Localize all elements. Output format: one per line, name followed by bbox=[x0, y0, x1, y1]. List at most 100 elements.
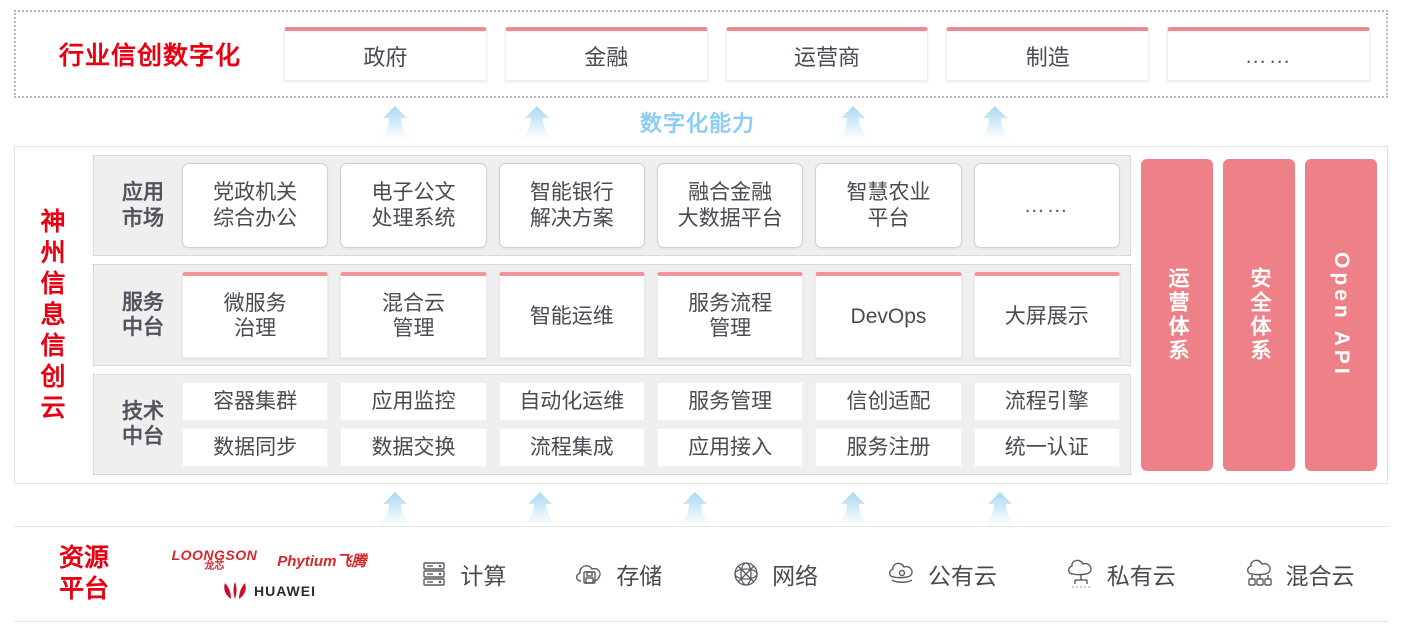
capability-arrow-strip: 数字化能力 bbox=[0, 100, 1402, 140]
service-card-dashboard[interactable]: 大屏展示 bbox=[973, 272, 1120, 358]
card-line: 综合办公 bbox=[213, 206, 298, 230]
app-card-gov-office[interactable]: 党政机关 综合办公 bbox=[182, 163, 329, 249]
app-card-finance-bigdata[interactable]: 融合金融 大数据平台 bbox=[656, 163, 804, 249]
resource-item-hybrid-cloud[interactable]: 混合云 bbox=[1243, 557, 1355, 591]
app-card-smart-agriculture[interactable]: 智慧农业 平台 bbox=[815, 163, 962, 249]
app-card-more[interactable]: …… bbox=[973, 163, 1120, 249]
industry-box-list: 政府 金融 运营商 制造 …… bbox=[284, 27, 1386, 81]
resource-item-storage[interactable]: 存储 bbox=[573, 557, 662, 591]
capability-label: 数字化能力 bbox=[640, 111, 756, 136]
resource-item-private-cloud[interactable]: 私有云 bbox=[1064, 557, 1176, 591]
resource-item-label: 存储 bbox=[616, 563, 663, 589]
cloud-platform-panel: 神 州 信 息 信 创 云 应用 市场 党政机关 bbox=[14, 146, 1388, 484]
card-line: 混合云 bbox=[381, 292, 445, 316]
layer-label-line: 中台 bbox=[122, 425, 164, 449]
service-card-aiops[interactable]: 智能运维 bbox=[498, 272, 645, 358]
up-arrow-icon bbox=[980, 490, 1020, 526]
service-platform-items: 微服务 治理 混合云 管理 智能运维 bbox=[182, 272, 1120, 358]
cloud-layer-list: 应用 市场 党政机关 综合办公 电子公文 bbox=[93, 155, 1131, 475]
tech-card-process-integration[interactable]: 流程集成 bbox=[498, 427, 645, 467]
tech-card-app-monitoring[interactable]: 应用监控 bbox=[340, 381, 487, 421]
industry-box-more[interactable]: …… bbox=[1167, 27, 1370, 81]
card-line: 融合金融 bbox=[688, 181, 773, 205]
card-line: 党政机关 bbox=[213, 181, 298, 205]
tech-card-app-access[interactable]: 应用接入 bbox=[656, 427, 804, 467]
resource-item-list: 计算 存储 bbox=[384, 557, 1388, 591]
cloud-title-char: 信 bbox=[40, 269, 66, 298]
pillar-label: Open API bbox=[1330, 252, 1353, 378]
pillar-open-api[interactable]: Open API bbox=[1305, 159, 1377, 471]
tech-card-automated-ops[interactable]: 自动化运维 bbox=[498, 381, 645, 421]
service-card-microservice-governance[interactable]: 微服务 治理 bbox=[182, 272, 329, 358]
layer-label-application-market: 应用 市场 bbox=[104, 180, 182, 230]
phytium-logo: Phytium飞腾 bbox=[277, 552, 367, 570]
layer-application-market: 应用 市场 党政机关 综合办公 电子公文 bbox=[93, 155, 1131, 257]
layer-label-service-platform: 服务 中台 bbox=[104, 290, 182, 340]
tech-card-service-registry[interactable]: 服务注册 bbox=[815, 427, 962, 467]
technology-row-1: 容器集群 应用监控 自动化运维 服务管理 信创适配 流程引擎 bbox=[182, 381, 1120, 421]
up-arrow-icon bbox=[520, 490, 560, 526]
resource-platform-title: 资源 平台 bbox=[14, 543, 154, 606]
cloud-title-char: 云 bbox=[40, 393, 66, 422]
up-arrow-icon bbox=[833, 104, 873, 140]
pillar-operations-system[interactable]: 运营体系 bbox=[1141, 159, 1213, 471]
layer-label-line: 技术 bbox=[122, 400, 164, 424]
service-card-devops[interactable]: DevOps bbox=[815, 272, 962, 358]
tech-card-service-mgmt[interactable]: 服务管理 bbox=[656, 381, 804, 421]
cloud-platform-title: 神 州 信 息 信 创 云 bbox=[15, 147, 91, 483]
tech-card-data-exchange[interactable]: 数据交换 bbox=[340, 427, 487, 467]
tech-card-unified-auth[interactable]: 统一认证 bbox=[973, 427, 1120, 467]
card-line: 智能银行 bbox=[529, 181, 614, 205]
resource-item-network[interactable]: 网络 bbox=[729, 557, 818, 591]
card-line: 管理 bbox=[709, 317, 752, 341]
tech-card-process-engine[interactable]: 流程引擎 bbox=[973, 381, 1120, 421]
resource-item-label: 计算 bbox=[460, 563, 507, 589]
industry-box-manufacturing[interactable]: 制造 bbox=[946, 27, 1150, 81]
card-line: 电子公文 bbox=[371, 181, 456, 205]
resource-item-label: 混合云 bbox=[1285, 563, 1355, 589]
app-card-smart-bank[interactable]: 智能银行 解决方案 bbox=[498, 163, 645, 249]
layer-service-platform: 服务 中台 微服务 治理 混合云 管 bbox=[93, 264, 1131, 366]
vendor-logo-row-2: HUAWEI bbox=[222, 582, 316, 600]
vendor-logo-row-1: LOONGSON 龙芯 Phytium飞腾 bbox=[172, 548, 367, 572]
service-card-hybrid-cloud-mgmt[interactable]: 混合云 管理 bbox=[340, 272, 487, 358]
cloud-platform-body: 应用 市场 党政机关 综合办公 电子公文 bbox=[91, 147, 1387, 483]
tech-card-data-sync[interactable]: 数据同步 bbox=[182, 427, 329, 467]
industry-box-telecom[interactable]: 运营商 bbox=[725, 27, 929, 81]
resource-item-compute[interactable]: 计算 bbox=[417, 557, 506, 591]
card-line: 服务流程 bbox=[688, 292, 773, 316]
layer-label-line: 应用 bbox=[122, 181, 164, 205]
layer-label-line: 市场 bbox=[122, 206, 164, 230]
huawei-logo: HUAWEI bbox=[222, 582, 316, 600]
resource-item-public-cloud[interactable]: 公有云 bbox=[885, 557, 997, 591]
server-rack-icon bbox=[423, 562, 446, 586]
service-card-process-mgmt[interactable]: 服务流程 管理 bbox=[656, 272, 804, 358]
card-line: 解决方案 bbox=[529, 206, 614, 230]
cloud-title-char: 息 bbox=[40, 300, 66, 329]
resource-title-line: 资源 bbox=[58, 543, 109, 572]
pillar-security-system[interactable]: 安全体系 bbox=[1223, 159, 1295, 471]
app-card-edoc-system[interactable]: 电子公文 处理系统 bbox=[340, 163, 487, 249]
industry-box-finance[interactable]: 金融 bbox=[504, 27, 708, 81]
up-arrow-icon bbox=[675, 490, 715, 526]
card-line: 管理 bbox=[392, 317, 435, 341]
card-line: 智慧农业 bbox=[846, 181, 931, 205]
loongson-logo: LOONGSON 龙芯 bbox=[172, 548, 258, 572]
huawei-petal-icon bbox=[224, 582, 246, 599]
layer-label-line: 中台 bbox=[122, 315, 164, 339]
network-mesh-icon bbox=[734, 562, 758, 586]
card-line: 平台 bbox=[867, 206, 910, 230]
industry-box-government[interactable]: 政府 bbox=[284, 27, 487, 81]
public-cloud-icon bbox=[888, 562, 913, 583]
technology-platform-items: 容器集群 应用监控 自动化运维 服务管理 信创适配 流程引擎 数据同步 数据交换… bbox=[182, 381, 1120, 467]
vendor-logo-group: LOONGSON 龙芯 Phytium飞腾 HUAWEI bbox=[154, 548, 384, 600]
card-line: 大数据平台 bbox=[677, 206, 783, 230]
industry-band: 行业信创数字化 政府 金融 运营商 制造 …… bbox=[14, 10, 1388, 98]
resource-platform-panel: 资源 平台 LOONGSON 龙芯 Phytium飞腾 HUAWEI bbox=[14, 526, 1388, 622]
cloud-title-char: 信 bbox=[40, 331, 66, 360]
tech-card-xinchuang-adaptation[interactable]: 信创适配 bbox=[815, 381, 962, 421]
loongson-logo-subtext: 龙芯 bbox=[204, 561, 225, 572]
tech-card-container-cluster[interactable]: 容器集群 bbox=[182, 381, 329, 421]
industry-band-title: 行业信创数字化 bbox=[58, 42, 241, 70]
